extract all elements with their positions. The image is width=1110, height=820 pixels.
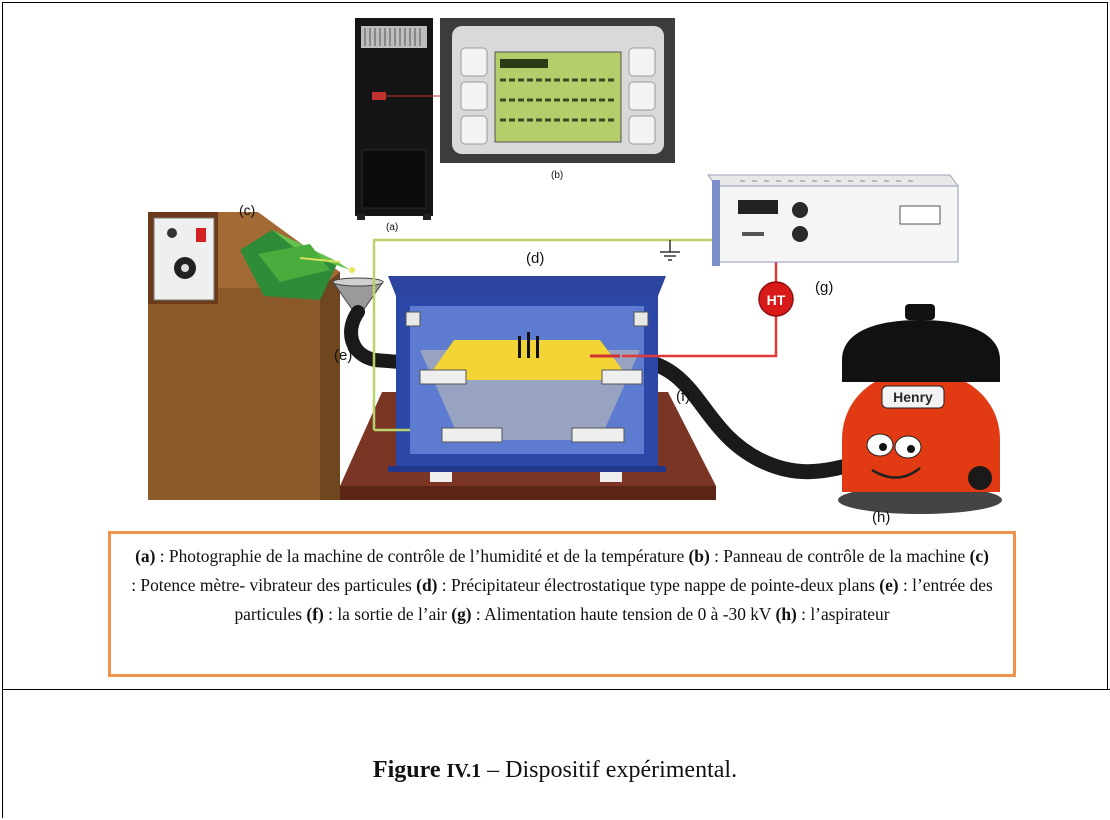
caption-part-d: (d) : Précipitateur électrostatique type… [416, 575, 880, 595]
vibrator [240, 230, 355, 300]
outlet-hose [632, 352, 870, 480]
hv-power-supply [707, 174, 959, 266]
ground-symbol [660, 240, 680, 261]
caption-part-h: (h) : l’aspirateur [775, 604, 890, 624]
label-b: (b) [551, 170, 563, 181]
potentiometer-box [148, 212, 218, 304]
figure-label: Figure [372, 757, 441, 783]
inlet-hose [344, 305, 407, 369]
figure-title-text: Dispositif expérimental. [505, 757, 738, 783]
label-d: (d) [526, 250, 544, 267]
figure-number: IV.1 [446, 760, 482, 782]
label-c: (c) [239, 202, 255, 218]
ht-badge: HT [758, 281, 794, 317]
caption-part-f: (f) : la sortie de l’air [306, 604, 452, 624]
caption-part-b: (b) : Panneau de contrôle de la machine [688, 546, 970, 566]
caption-part-a: (a) : Photographie de la machine de cont… [135, 546, 689, 566]
climate-machine [355, 18, 470, 220]
figure-title: Figure IV.1 – Dispositif expérimental. [0, 757, 1110, 784]
label-f: (f) [676, 388, 690, 405]
label-e: (e) [334, 347, 352, 364]
henry-logo-text: Henry [893, 389, 933, 405]
experimental-setup-diagram: (a) (b) (c) [148, 18, 1002, 526]
figure-dash: – [481, 757, 506, 783]
section-divider [2, 689, 1110, 690]
caption-part-e: (e) : l’entrée des particules [234, 575, 993, 624]
precipitator [388, 276, 666, 482]
label-g: (g) [815, 279, 833, 296]
ht-wire [622, 316, 778, 358]
caption-box: (a) : Photographie de la machine de cont… [108, 531, 1016, 677]
inlet-funnel [332, 277, 384, 313]
label-a: (a) [386, 222, 398, 233]
label-h: (h) [872, 509, 890, 526]
caption-part-c: (c) : Potence mètre- vibrateur des parti… [131, 546, 989, 595]
caption-part-g: (g) : Alimentation haute tension de 0 à … [451, 604, 776, 624]
page-frame-right [1107, 2, 1108, 690]
vacuum-cleaner: Henry [838, 304, 1002, 514]
ground-wire [372, 238, 716, 430]
control-panel [440, 18, 675, 163]
ht-badge-label: HT [767, 292, 786, 308]
